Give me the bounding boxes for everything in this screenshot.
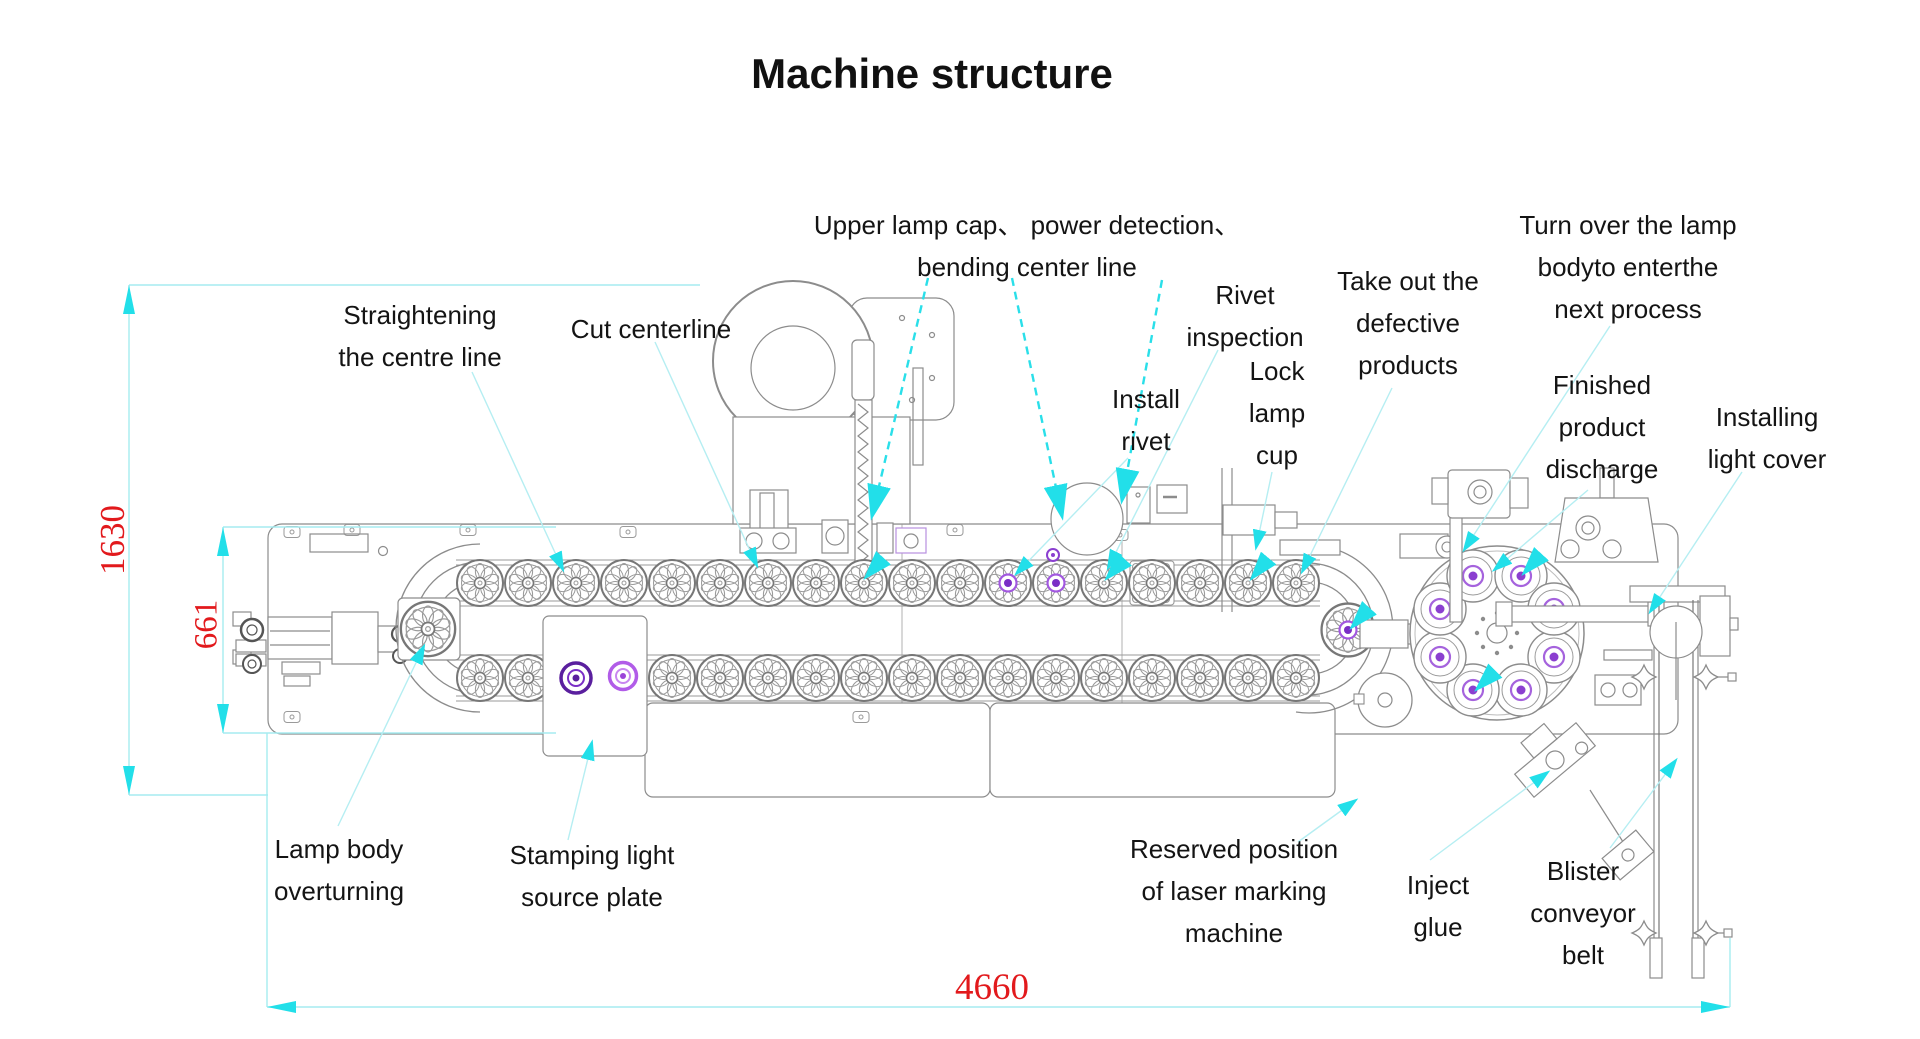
label-cut-centerline: Cut centerline	[570, 314, 732, 344]
purple-station-hubs	[998, 548, 1358, 640]
label-stamping-light-source-plate: Stamping light source plate	[509, 840, 675, 912]
label-install-rivet: Install rivet	[1112, 384, 1180, 456]
label-take-out-defective: Take out the defective products	[1337, 266, 1479, 380]
label-lamp-body-overturning: Lamp body overturning	[273, 834, 405, 906]
press-assembly	[712, 280, 955, 581]
label-inject-glue: Inject glue	[1406, 870, 1470, 942]
label-blister-conveyor-belt: Blister conveyor belt	[1530, 856, 1636, 970]
dimension-overall-height: 1630	[93, 505, 132, 575]
label-reserved-laser-marking: Reserved position of laser marking machi…	[1129, 834, 1339, 948]
page-title: Machine structure	[751, 50, 1113, 97]
dimension-track-height: 661	[188, 599, 225, 650]
dimension-lines	[123, 284, 1731, 1013]
turn-over-arm	[1431, 469, 1529, 623]
label-lock-lamp-cup: Lock lamp cup	[1248, 356, 1306, 470]
leader-lines	[337, 325, 1743, 861]
label-finished-product-discharge: Finished product discharge	[1545, 370, 1659, 484]
label-turn-over-lamp-body: Turn over the lamp bodyto enterthe next …	[1519, 210, 1737, 324]
blister-conveyor	[1603, 585, 1739, 979]
reserved-box-left	[644, 702, 991, 798]
reserved-box-right	[989, 702, 1336, 798]
stamping-panel	[542, 615, 648, 757]
power-detection-assembly	[1050, 482, 1341, 556]
dimension-overall-width: 4660	[955, 967, 1029, 1008]
label-straightening-centre-line: Straightening the centre line	[338, 300, 502, 372]
label-installing-light-cover: Installing light cover	[1707, 402, 1827, 474]
station-pointer-arrows	[863, 547, 1549, 692]
dashed-leader-lines	[867, 277, 1164, 521]
label-rivet-inspection: Rivet inspection	[1186, 280, 1304, 352]
label-upper-lamp-cap: Upper lamp cap、 power detection、 bending…	[813, 210, 1241, 282]
